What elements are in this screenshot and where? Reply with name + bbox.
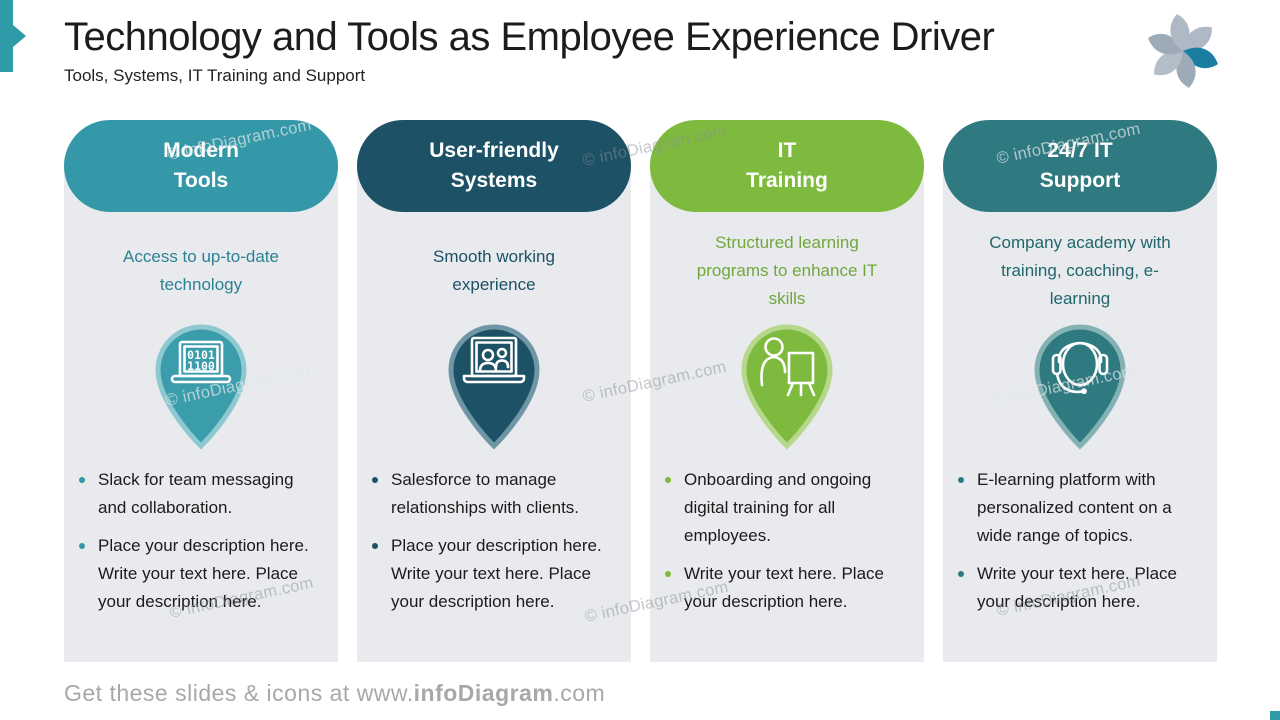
column-header: Modern Tools bbox=[64, 120, 338, 212]
column-modern-tools: Modern Tools Access to up-to-date techno… bbox=[64, 120, 338, 662]
bullet-list: E-learning platform with personalized co… bbox=[943, 466, 1217, 626]
header-line2: Training bbox=[746, 169, 828, 192]
bullet-text: Write your text here. Place your descrip… bbox=[977, 564, 1177, 611]
footer-text-prefix: Get these slides & icons at www. bbox=[64, 680, 414, 706]
bullet-item: Write your text here. Place your descrip… bbox=[664, 560, 910, 616]
bullet-list: Salesforce to manage relationships with … bbox=[357, 466, 631, 626]
column-user-friendly-systems: User-friendly Systems Smooth working exp… bbox=[357, 120, 631, 662]
bullet-text: E-learning platform with personalized co… bbox=[977, 470, 1172, 545]
header-line1: IT bbox=[777, 139, 797, 162]
column-it-support: 24/7 IT Support Company academy with tra… bbox=[943, 120, 1217, 662]
bullet-item: Place your description here. Write your … bbox=[371, 532, 617, 616]
bullet-dot bbox=[372, 543, 378, 549]
column-description: Company academy with training, coaching,… bbox=[989, 233, 1171, 308]
column-header: 24/7 IT Support bbox=[943, 120, 1217, 212]
bullet-item: Salesforce to manage relationships with … bbox=[371, 466, 617, 522]
bullet-dot bbox=[79, 477, 85, 483]
footer-text-suffix: .com bbox=[553, 680, 606, 706]
bullet-dot bbox=[958, 571, 964, 577]
header-line2: Systems bbox=[450, 169, 538, 192]
bullet-item: Slack for team messaging and collaborati… bbox=[78, 466, 324, 522]
footer-brand-link[interactable]: infoDiagram bbox=[413, 680, 554, 706]
header-line1: User-friendly bbox=[429, 139, 559, 162]
left-accent-chevron-icon bbox=[13, 25, 26, 47]
column-description: Smooth working experience bbox=[433, 247, 555, 294]
header-line2: Tools bbox=[173, 169, 229, 192]
bullet-text: Place your description here. Write your … bbox=[98, 536, 309, 611]
bullet-text: Onboarding and ongoing digital training … bbox=[684, 470, 872, 545]
page-title: Technology and Tools as Employee Experie… bbox=[64, 15, 995, 59]
laptop-binary-code-icon: 0101 1100 bbox=[146, 320, 256, 452]
svg-text:0101: 0101 bbox=[187, 348, 215, 362]
header-line1: Modern bbox=[163, 139, 239, 162]
bullet-list: Onboarding and ongoing digital training … bbox=[650, 466, 924, 626]
bullet-text: Slack for team messaging and collaborati… bbox=[98, 470, 294, 517]
headset-support-icon bbox=[1025, 320, 1135, 452]
bullet-list: Slack for team messaging and collaborati… bbox=[64, 466, 338, 626]
title-block: Technology and Tools as Employee Experie… bbox=[64, 12, 1134, 86]
bullet-dot bbox=[79, 543, 85, 549]
column-header: IT Training bbox=[650, 120, 924, 212]
bullet-item: Place your description here. Write your … bbox=[78, 532, 324, 616]
bullet-dot bbox=[372, 477, 378, 483]
bullet-dot bbox=[958, 477, 964, 483]
bottom-right-accent bbox=[1270, 711, 1280, 720]
page-subtitle: Tools, Systems, IT Training and Support bbox=[64, 66, 366, 85]
column-header: User-friendly Systems bbox=[357, 120, 631, 212]
column-description: Access to up-to-date technology bbox=[123, 247, 279, 294]
column-description: Structured learning programs to enhance … bbox=[696, 233, 878, 308]
bullet-item: Onboarding and ongoing digital training … bbox=[664, 466, 910, 550]
bullet-text: Salesforce to manage relationships with … bbox=[391, 470, 580, 517]
bullet-item: Write your text here. Place your descrip… bbox=[957, 560, 1203, 616]
svg-text:1100: 1100 bbox=[187, 359, 215, 373]
bullet-item: E-learning platform with personalized co… bbox=[957, 466, 1203, 550]
bullet-text: Place your description here. Write your … bbox=[391, 536, 602, 611]
bullet-text: Write your text here. Place your descrip… bbox=[684, 564, 884, 611]
trainer-presentation-icon bbox=[732, 320, 842, 452]
header-line1: 24/7 IT bbox=[1047, 139, 1113, 162]
left-accent-bar bbox=[0, 0, 13, 72]
column-it-training: IT Training Structured learning programs… bbox=[650, 120, 924, 662]
laptop-video-call-icon bbox=[439, 320, 549, 452]
bullet-dot bbox=[665, 477, 671, 483]
header-line2: Support bbox=[1039, 169, 1121, 192]
bullet-dot bbox=[665, 571, 671, 577]
infodiagram-pinwheel-logo-icon bbox=[1146, 14, 1220, 88]
footer-note: Get these slides & icons at www.infoDiag… bbox=[64, 680, 605, 707]
